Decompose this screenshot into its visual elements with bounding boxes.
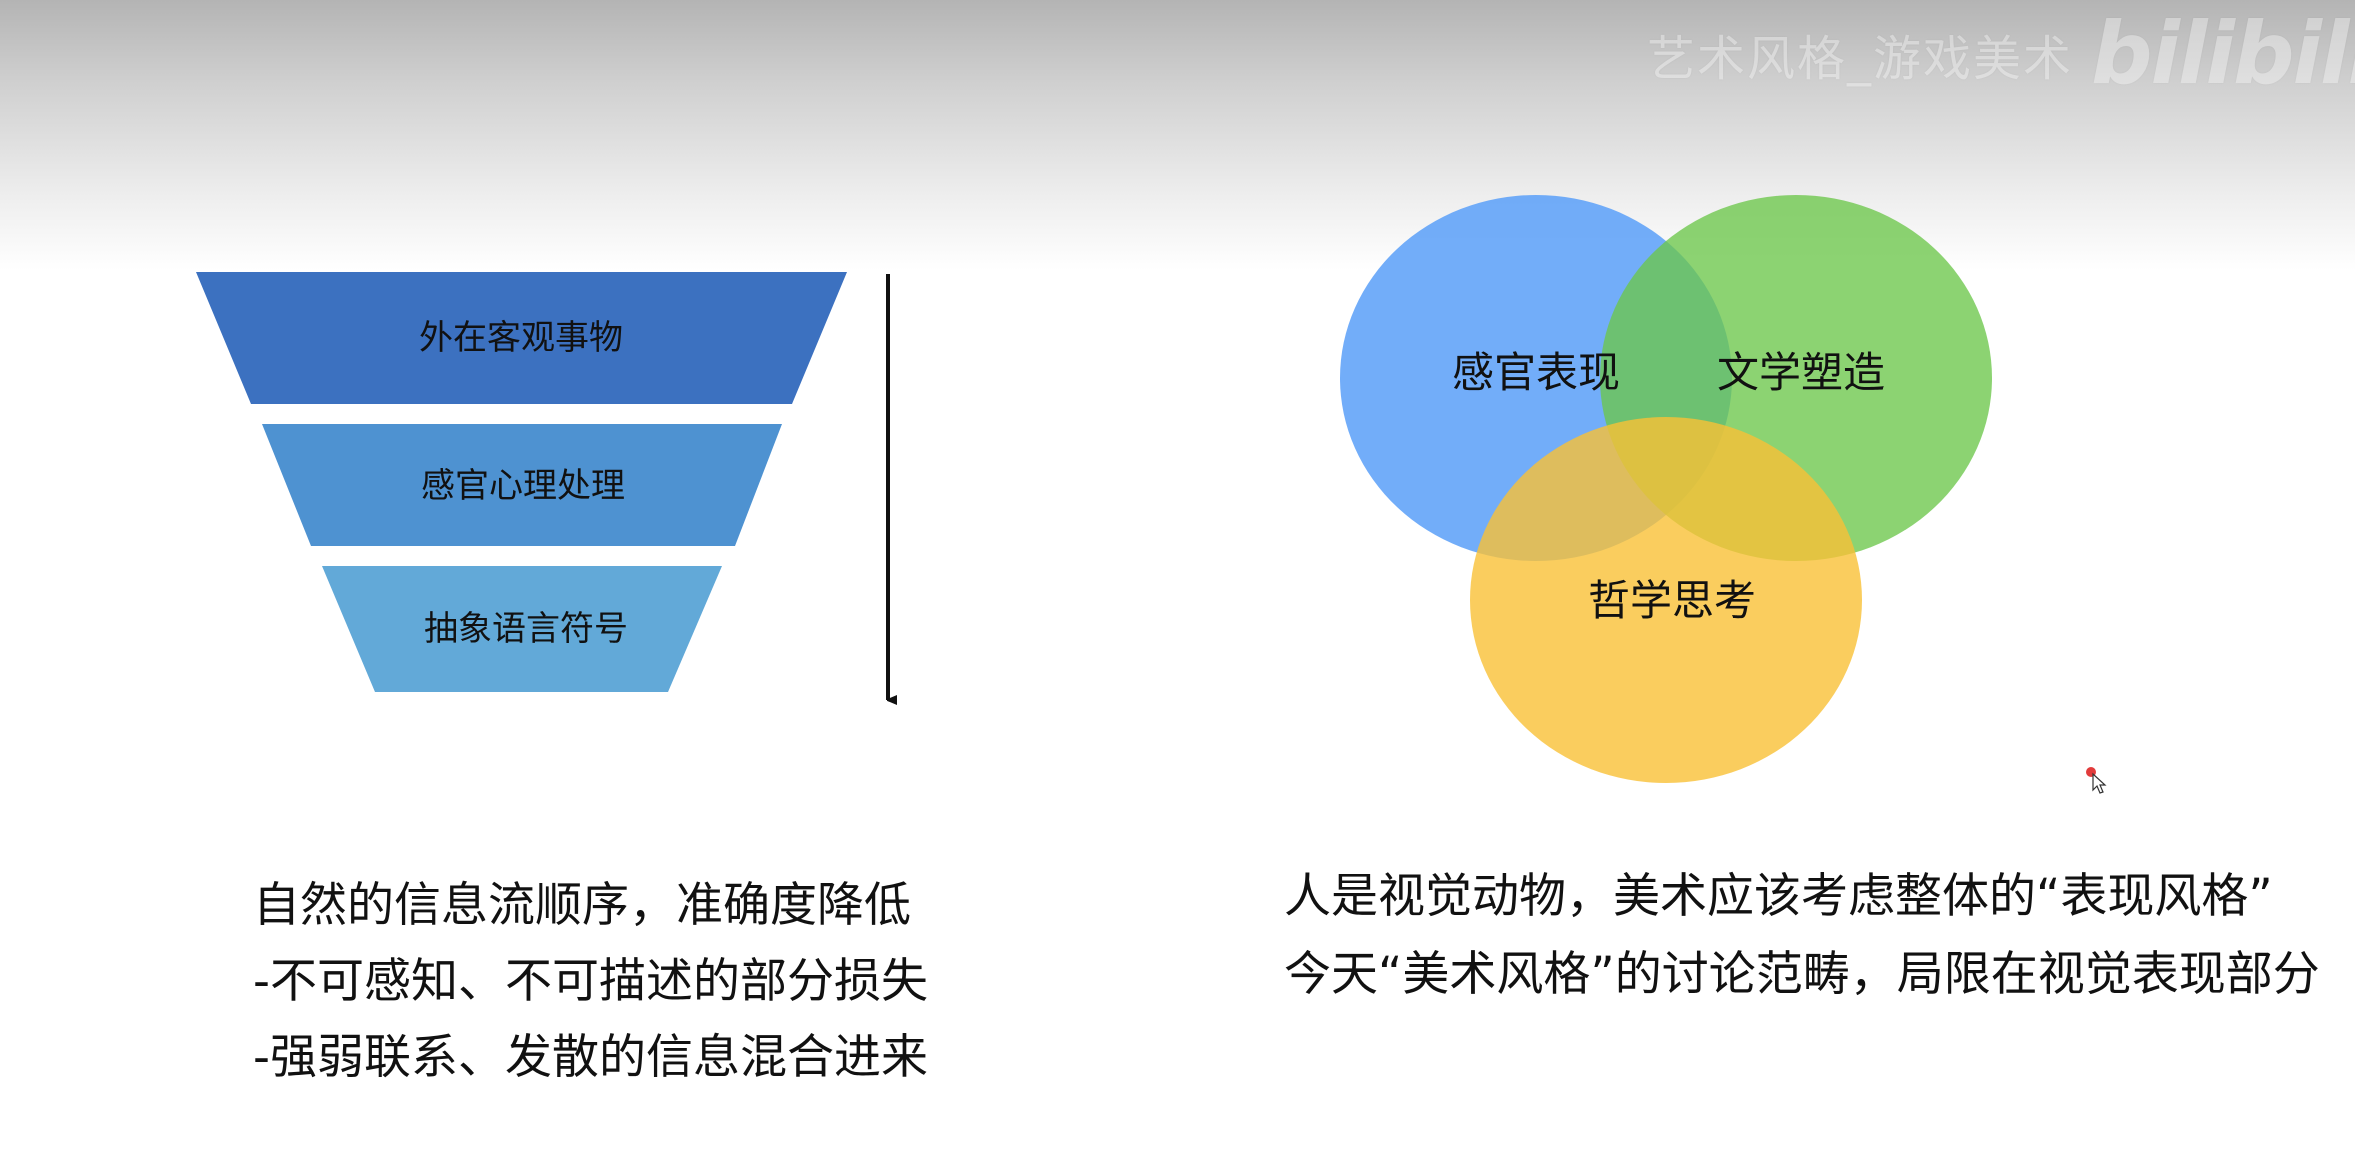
video-watermark: 艺术风格_游戏美术 bilibili (1646, 4, 2355, 104)
right-caption: 人是视觉动物，美术应该考虑整体的“表现风格” 今天“美术风格”的讨论范畴，局限在… (1284, 858, 2320, 1014)
right-caption-line-1: 人是视觉动物，美术应该考虑整体的“表现风格” (1284, 869, 2273, 924)
funnel-level-1-shape (196, 272, 847, 404)
venn-circle-philosophical (1470, 417, 1862, 783)
funnel-level-2-shape (262, 424, 782, 546)
bilibili-logo-icon: bilibili (2091, 4, 2355, 104)
venn-label-literary: 文学塑造 (1717, 348, 1885, 397)
left-caption-line-1: 自然的信息流顺序，准确度降低 (253, 878, 911, 933)
left-caption: 自然的信息流顺序，准确度降低 -不可感知、不可描述的部分损失 -强弱联系、发散的… (253, 868, 928, 1096)
venn-label-philosophical: 哲学思考 (1588, 576, 1756, 625)
venn-diagram: 感官表现 文学塑造 哲学思考 (1340, 195, 1992, 783)
left-caption-line-3: -强弱联系、发散的信息混合进来 (253, 1030, 928, 1085)
top-gradient-band (0, 0, 2355, 270)
watermark-text: 艺术风格_游戏美术 (1646, 31, 2073, 87)
mouse-cursor-icon (2086, 767, 2107, 794)
left-caption-line-2: -不可感知、不可描述的部分损失 (253, 954, 928, 1009)
funnel-diagram: 外在客观事物 感官心理处理 抽象语言符号 (196, 272, 888, 700)
funnel-level-3-shape (322, 566, 722, 692)
funnel-level-1-label: 外在客观事物 (419, 318, 623, 358)
right-caption-line-2: 今天“美术风格”的讨论范畴，局限在视觉表现部分 (1284, 947, 2320, 1002)
funnel-level-2-label: 感官心理处理 (421, 466, 625, 506)
funnel-level-3-label: 抽象语言符号 (424, 609, 628, 649)
venn-label-sensory: 感官表现 (1452, 348, 1620, 397)
